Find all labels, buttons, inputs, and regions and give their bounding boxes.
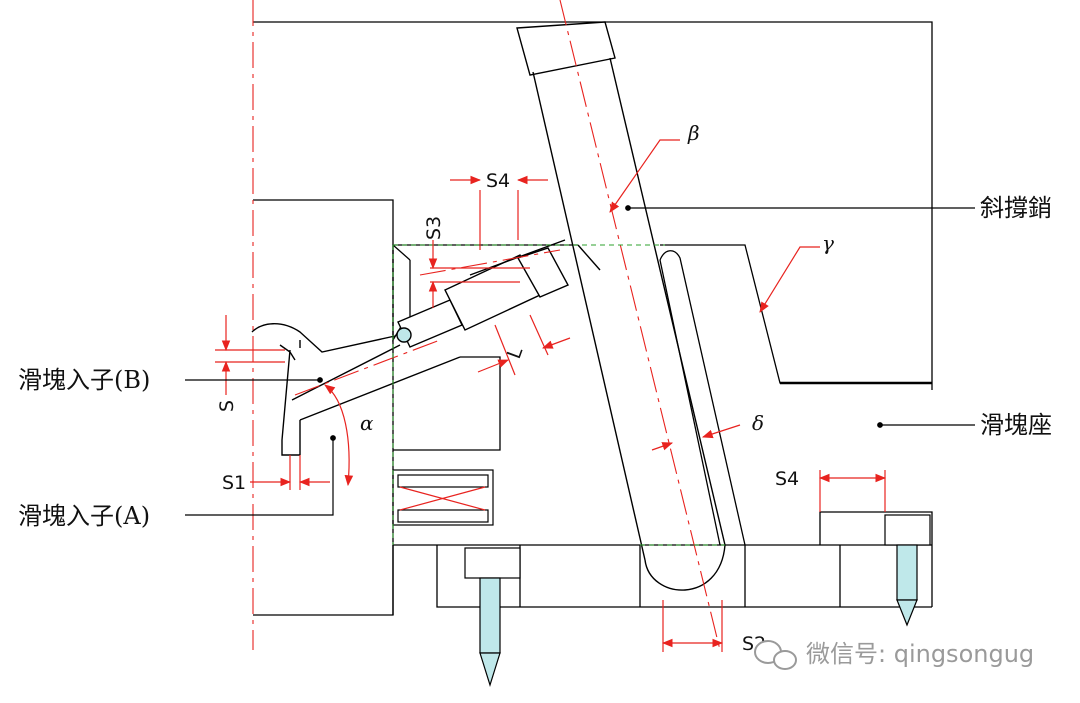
dim-s4-right: S4 [775, 468, 799, 490]
mold-outline [253, 21, 933, 616]
label-angled-support-pin: 斜撐銷 [980, 194, 1052, 222]
bolt-right [884, 514, 931, 627]
dim-s1: S1 [222, 472, 246, 494]
label-slider-insert-b: 滑塊入子(B) [18, 366, 150, 394]
angled-support-pin [516, 21, 726, 591]
hidden-lines [392, 244, 725, 546]
label-slider-insert-a: 滑塊入子(A) [18, 502, 150, 530]
dimension-lines [215, 139, 887, 652]
dim-s: S [216, 400, 238, 412]
bolt-left [464, 547, 521, 688]
wechat-icon [754, 640, 797, 670]
watermark: 微信号: qingsongug [754, 640, 1034, 670]
label-slider-seat: 滑塊座 [980, 411, 1052, 439]
center-lines [252, 0, 721, 651]
watermark-text: 微信号: qingsongug [806, 640, 1034, 668]
dim-l: L [503, 344, 527, 362]
spring-block [392, 469, 494, 526]
angle-gamma: γ [822, 231, 834, 255]
angle-beta: β [687, 121, 700, 145]
angle-delta: δ [752, 411, 764, 435]
angle-alpha: α [360, 411, 374, 435]
label-leaders [185, 205, 975, 516]
dim-s4-top: S4 [486, 170, 510, 192]
slider-insert-b [251, 239, 601, 456]
dim-s3: S3 [423, 216, 445, 240]
